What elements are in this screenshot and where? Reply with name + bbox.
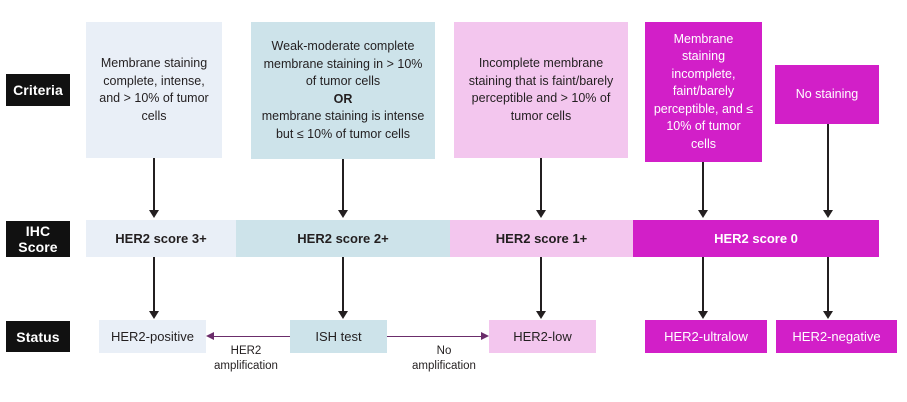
criteria-box-0-ultralow: Membrane staining incomplete, faint/bare… [645, 22, 762, 162]
arrowhead-status-her2-low [536, 311, 546, 319]
connector-criteria-ultralow-to-score [702, 162, 704, 211]
arrowhead-status-her2-positive [149, 311, 159, 319]
status-label-her2-ultralow: HER2-ultralow [664, 329, 748, 344]
connector-criteria-2plus-to-score [342, 159, 344, 211]
row-label-status: Status [6, 321, 70, 352]
ihc-score-label-1plus: HER2 score 1+ [495, 231, 588, 246]
connector-score-3plus-to-status [153, 257, 155, 312]
ihc-score-segment-0: HER2 score 0 [633, 220, 879, 257]
ihc-score-label-3plus: HER2 score 3+ [115, 231, 207, 246]
edge-ish-to-her2-positive [213, 336, 290, 338]
row-label-criteria: Criteria [6, 74, 70, 106]
status-label-her2-positive: HER2-positive [110, 329, 195, 344]
status-box-ish-test: ISH test [290, 320, 387, 353]
status-box-her2-low: HER2-low [489, 320, 596, 353]
connector-score-0-to-negative [827, 257, 829, 312]
connector-score-0-to-ultralow [702, 257, 704, 312]
connector-criteria-negative-to-score [827, 124, 829, 211]
ihc-score-label-2plus: HER2 score 2+ [297, 231, 389, 246]
arrowhead-ish-to-her2-positive [206, 332, 214, 340]
row-label-ihc-score: IHC Score [6, 221, 70, 257]
edge-label-her2-amplification: HER2 amplification [198, 344, 294, 374]
connector-score-2plus-to-status [342, 257, 344, 312]
criteria-box-1plus: Incomplete membrane staining that is fai… [454, 22, 628, 158]
arrowhead-status-her2-ultralow [698, 311, 708, 319]
criteria-box-3plus: Membrane staining complete, intense, and… [86, 22, 222, 158]
criteria-box-2plus: Weak-moderate complete membrane staining… [251, 22, 435, 159]
row-label-ihc-score-line1: IHC [25, 223, 51, 239]
criteria-text-2plus-second: membrane staining is intense but ≤ 10% o… [261, 109, 425, 141]
status-label-her2-low: HER2-low [513, 329, 572, 344]
edge-label-her2-amplification-line2: amplification [214, 360, 278, 372]
row-label-status-text: Status [16, 328, 60, 345]
ihc-score-segment-1plus: HER2 score 1+ [450, 220, 633, 257]
connector-criteria-1plus-to-score [540, 158, 542, 211]
edge-label-no-amplification-line1: No [436, 345, 452, 357]
ihc-score-segment-2plus: HER2 score 2+ [236, 220, 450, 257]
criteria-text-2plus-or: OR [333, 91, 353, 106]
arrowhead-ish-to-her2-low [481, 332, 489, 340]
row-label-ihc-score-line2: Score [18, 239, 58, 255]
status-label-ish-test: ISH test [315, 329, 362, 344]
criteria-text-3plus: Membrane staining complete, intense, and… [99, 56, 209, 123]
arrowhead-status-her2-negative [823, 311, 833, 319]
criteria-text-0-ultralow: Membrane staining incomplete, faint/bare… [653, 31, 754, 151]
status-box-her2-ultralow: HER2-ultralow [645, 320, 767, 353]
connector-criteria-3plus-to-score [153, 158, 155, 211]
arrowhead-criteria-1plus [536, 210, 546, 218]
arrowhead-criteria-3plus [149, 210, 159, 218]
connector-score-1plus-to-status [540, 257, 542, 312]
edge-label-no-amplification: No amplification [396, 344, 492, 374]
status-box-her2-positive: HER2-positive [99, 320, 206, 353]
ihc-score-segment-3plus: HER2 score 3+ [86, 220, 236, 257]
edge-label-her2-amplification-line1: HER2 [230, 345, 262, 357]
edge-ish-to-her2-low [387, 336, 482, 338]
arrowhead-status-ish-test [338, 311, 348, 319]
criteria-text-0-negative: No staining [795, 86, 859, 101]
row-label-criteria-text: Criteria [13, 82, 63, 98]
status-label-her2-negative: HER2-negative [792, 329, 881, 344]
criteria-text-2plus-first: Weak-moderate complete membrane staining… [263, 39, 423, 88]
arrowhead-criteria-negative [823, 210, 833, 218]
edge-label-no-amplification-line2: amplification [412, 360, 476, 372]
arrowhead-criteria-2plus [338, 210, 348, 218]
status-box-her2-negative: HER2-negative [776, 320, 897, 353]
criteria-box-0-negative: No staining [775, 65, 879, 124]
criteria-text-1plus: Incomplete membrane staining that is fai… [468, 56, 614, 123]
arrowhead-criteria-ultralow [698, 210, 708, 218]
ihc-score-label-0: HER2 score 0 [714, 231, 798, 246]
